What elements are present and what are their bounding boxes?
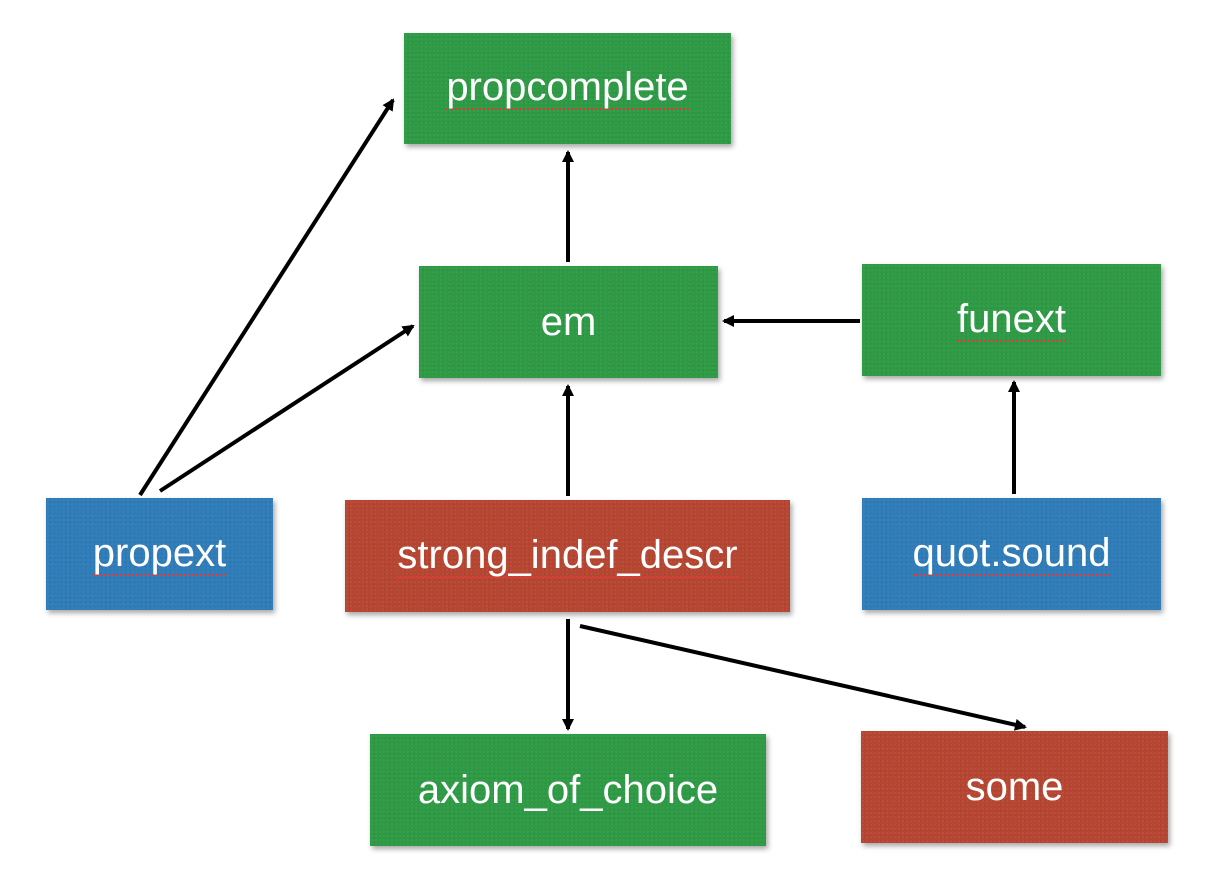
edge-propext-to-em: [158, 324, 415, 493]
node-strong-indef-descr-label: strong_indef_descr: [397, 532, 738, 578]
node-propext-label: propext: [92, 530, 227, 576]
node-propcomplete-label: propcomplete: [446, 65, 689, 110]
node-strong-indef-descr: strong_indef_descr: [345, 500, 790, 612]
node-axiom-of-choice: axiom_of_choice: [370, 734, 766, 846]
node-propcomplete: propcomplete: [404, 33, 731, 144]
node-funext: funext: [862, 264, 1161, 376]
node-some: some: [861, 731, 1168, 843]
node-funext-label: funext: [957, 296, 1066, 342]
node-axiom-of-choice-label: axiom_of_choice: [417, 768, 719, 812]
node-some-label: some: [965, 765, 1064, 809]
node-quot-sound-label: quot.sound: [912, 530, 1111, 576]
edge-strong-indef-descr-to-some: [579, 624, 1027, 731]
edge-propext-to-propcomplete: [138, 98, 395, 497]
node-em-label: em: [540, 300, 597, 344]
node-quot-sound: quot.sound: [862, 498, 1161, 610]
node-em: em: [419, 266, 718, 378]
node-propext: propext: [46, 498, 273, 610]
